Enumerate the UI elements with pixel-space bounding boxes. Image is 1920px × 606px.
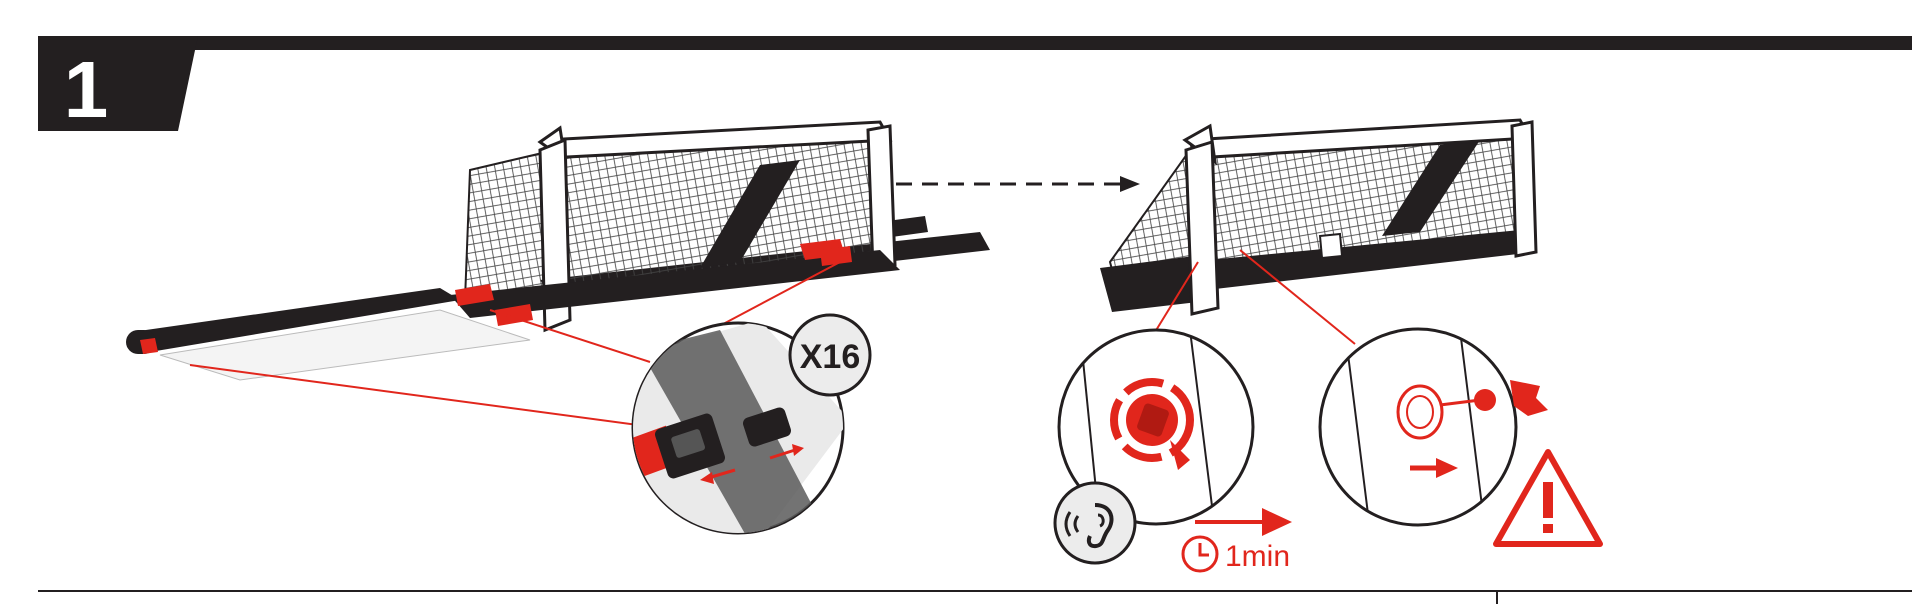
buckle-strap-icon — [631, 321, 845, 535]
valve-cap-zoom — [1318, 327, 1548, 527]
timer-label: 1min — [1225, 540, 1290, 573]
listen-ear-icon — [1053, 481, 1137, 565]
step-tab — [38, 36, 198, 131]
left-goal-illustration — [126, 120, 990, 381]
quantity-label: X16 — [800, 338, 861, 376]
warning-triangle-icon — [1493, 449, 1603, 547]
quantity-badge — [788, 313, 872, 397]
net-frame-icon — [1100, 118, 1538, 316]
clock-icon — [1181, 535, 1219, 573]
header-rule — [38, 36, 1912, 50]
step-number: 1 — [63, 45, 109, 134]
valve-inflate-icon — [1057, 328, 1255, 526]
footer-rule — [38, 590, 1912, 592]
arrow-right-icon — [896, 176, 1140, 192]
timer-arrow-icon — [1262, 508, 1292, 536]
footer-tick — [1496, 590, 1498, 604]
